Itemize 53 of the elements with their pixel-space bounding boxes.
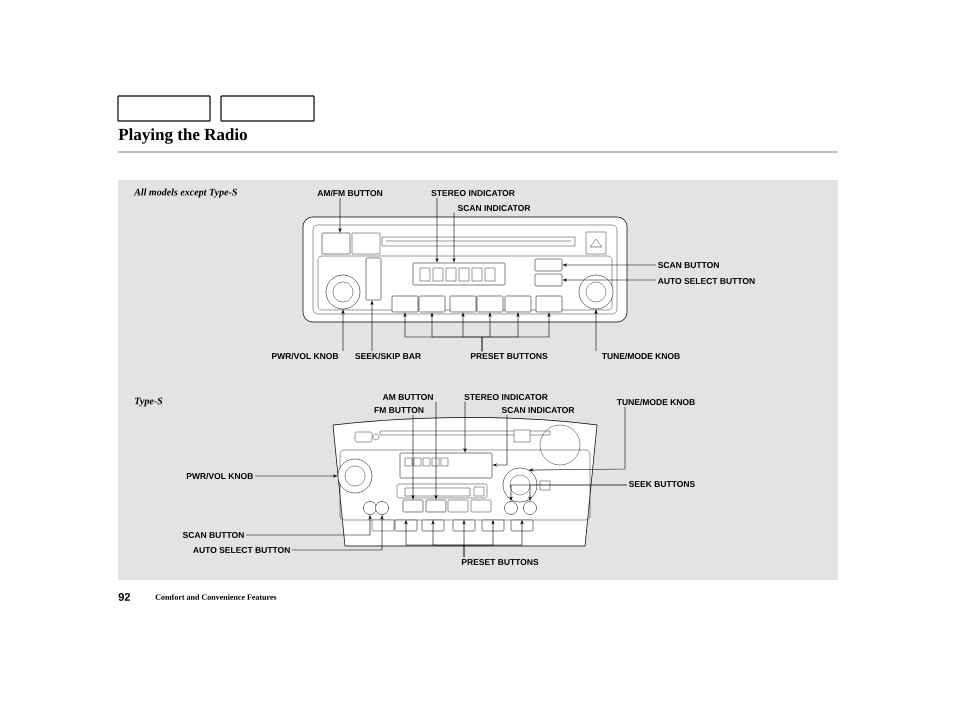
page-number: 92	[118, 593, 130, 601]
seek-bar	[366, 258, 382, 300]
preset-button	[482, 520, 504, 532]
callout-label: SEEK BUTTONS	[628, 481, 695, 487]
callout-label: AM/FM BUTTON	[317, 190, 382, 196]
radio-button	[322, 232, 350, 254]
callout-label: SCAN INDICATOR	[502, 407, 574, 413]
radio-button	[426, 500, 446, 512]
knob	[338, 458, 372, 494]
callout-label: TUNE/MODE KNOB	[602, 352, 680, 360]
preset-button	[536, 296, 562, 312]
page-title: Playing the Radio	[118, 128, 247, 144]
knob	[502, 468, 538, 502]
callout-label: SCAN BUTTON	[658, 262, 719, 268]
radio-button	[534, 274, 562, 286]
callout-label: SCAN BUTTON	[182, 532, 244, 538]
callout-label: SCAN INDICATOR	[458, 205, 530, 211]
callout-label: STEREO INDICATOR	[431, 190, 515, 196]
radio-button	[402, 500, 424, 512]
tab-box	[220, 95, 315, 122]
display-window	[400, 452, 492, 478]
preset-button	[450, 296, 476, 312]
tab-box	[117, 95, 211, 122]
section-heading: All models except Type-S	[134, 188, 238, 198]
callout-label: SEEK/SKIP BAR	[355, 352, 421, 360]
knob	[578, 274, 614, 310]
knob	[326, 274, 360, 310]
callout-label: PRESET BUTTONS	[470, 353, 548, 359]
preset-button	[418, 296, 446, 312]
callout-label: PWR/VOL KNOB	[186, 472, 253, 480]
callout-label: AUTO SELECT BUTTON	[658, 278, 755, 284]
callout-label: PRESET BUTTONS	[462, 559, 538, 565]
callout-label: TUNE/MODE KNOB	[616, 398, 695, 406]
preset-button	[504, 296, 532, 312]
preset-button	[394, 520, 418, 532]
preset-button	[452, 520, 476, 532]
section-heading: Type-S	[134, 398, 162, 406]
callout-label: FM BUTTON	[374, 407, 424, 413]
preset-button	[422, 520, 444, 532]
footer-text: Comfort and Convenience Features	[156, 594, 276, 600]
preset-button	[510, 520, 534, 532]
callout-label: PWR/VOL KNOB	[272, 352, 338, 360]
callout-label: AUTO SELECT BUTTON	[193, 547, 290, 553]
preset-button	[476, 296, 504, 312]
round-button	[504, 501, 518, 515]
round-button	[375, 501, 389, 515]
preset-button	[392, 296, 418, 312]
round-button	[523, 501, 537, 515]
round-button	[363, 501, 377, 515]
callout-label: AM BUTTON	[382, 394, 433, 400]
callout-label: STEREO INDICATOR	[464, 394, 548, 400]
display-window	[412, 262, 506, 286]
radio-button	[534, 258, 562, 272]
